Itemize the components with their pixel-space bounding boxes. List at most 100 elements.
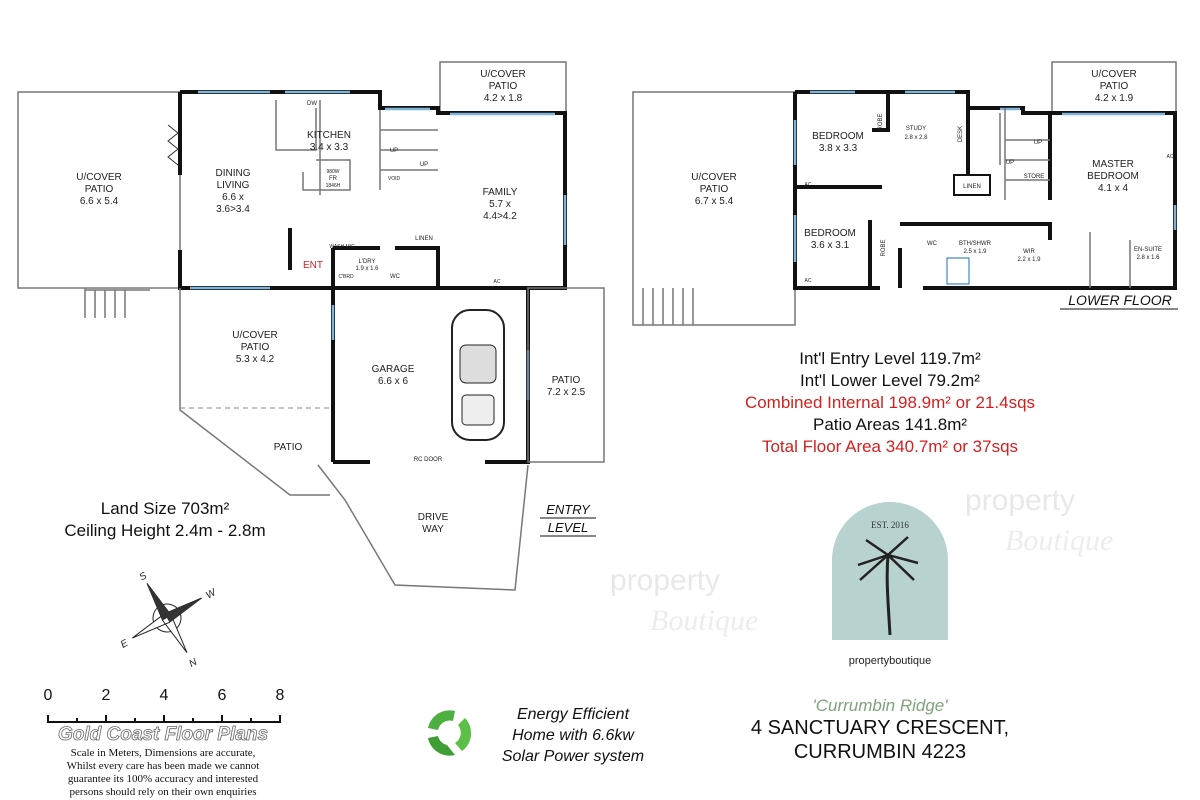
ac-label: AC [494,279,501,285]
dishwasher-label: DW [307,101,317,107]
room-label: GARAGE [372,364,415,375]
energy-text: Energy Efficient Home with 6.6kw Solar P… [478,704,668,767]
energy-line: Solar Power system [501,748,645,765]
energy-line: Energy Efficient [516,706,630,723]
scale-tick: 8 [276,687,285,704]
stair-up-label: UP [1006,160,1014,166]
room-label: WC [927,241,938,247]
stair-up-label: UP [390,148,398,154]
cupboard-label: C'BRD [338,274,354,280]
ceiling-height: Ceiling Height 2.4m - 2.8m [64,521,266,540]
room-label: L'DRY [358,259,375,265]
disclaimer: Scale in Meters, Dimensions are accurate… [28,747,298,799]
room-label: 2.8 x 2.8 [904,135,928,141]
linen-label: LINEN [415,236,433,242]
compass-north: N [187,657,199,671]
room-label: 6.6 x 5.4 [80,196,119,207]
watermark: property [965,484,1075,517]
room-label: FAMILY [483,187,518,198]
room-label: EN-SUITE [1134,247,1162,253]
room-label: PATIO [241,342,270,353]
fridge-label: 1846H [326,183,341,189]
area-summary: Int'l Entry Level 119.7m² Int'l Lower Le… [680,348,1100,458]
compass-icon: S N E W [119,570,219,671]
room-label: KITCHEN [307,130,351,141]
room-label: BEDROOM [1087,171,1139,182]
entry-area: Int'l Entry Level 119.7m² [799,349,981,368]
entry-level-title: ENTRY [546,502,591,517]
room-label: BTH/SHWR [959,241,992,247]
compass-east: E [119,638,131,651]
scale-tick: 6 [218,687,227,704]
entry-level-plan [17,61,605,591]
property-boutique-logo: EST. 2016 propertyboutique [832,502,948,667]
room-label: WAY [422,524,444,535]
room-label: PATIO [552,375,581,386]
room-label: PATIO [85,184,114,195]
ac-label: AC [1167,154,1174,160]
desk-label: DESK [958,126,964,142]
disclaimer-line: Whilst every care has been made we canno… [66,760,260,772]
stair-up-label: UP [1034,140,1042,146]
room-label: LIVING [217,180,250,191]
room-label: PATIO [1100,81,1129,92]
room-label: DRIVE [418,512,449,523]
room-label: U/COVER [1091,69,1137,80]
room-label: 3.8 x 3.3 [819,143,858,154]
combined-area: Combined Internal 198.9m² or 21.4sqs [744,393,1036,412]
room-label: WIR [1023,249,1035,255]
lower-floor-plan [632,61,1177,326]
room-label: PATIO [274,442,303,453]
lower-area: Int'l Lower Level 79.2m² [800,371,980,390]
disclaimer-line: guarantee its 100% accuracy and interest… [67,773,259,785]
fridge-label: 980W [326,169,339,175]
room-label: 4.2 x 1.8 [484,93,523,104]
room-label: U/COVER [76,172,122,183]
room-label: 6.6 x 6 [378,376,408,387]
room-label: 4.1 x 4 [1098,183,1128,194]
room-label: STUDY [906,126,926,132]
compass-west: W [204,586,219,601]
logo-brand-text: propertyboutique [849,655,932,667]
energy-line: Home with 6.6kw [512,727,634,744]
address-block: 'Currumbin Ridge' 4 SANCTUARY CRESCENT, … [730,696,1030,764]
recycle-footprint-icon [428,710,472,756]
room-label: 3.4 x 3.3 [310,142,349,153]
scale-tick: 0 [44,687,53,704]
stair-up-label: UP [420,162,428,168]
total-area: Total Floor Area 340.7m² or 37sqs [761,437,1019,456]
room-label: 2.5 x 1.9 [963,249,987,255]
scale-bar [47,715,281,723]
garage-door-label: RC DOOR [414,457,443,463]
fridge-label: FR [329,176,338,182]
logo-est-text: EST. 2016 [871,520,909,530]
store-label: STORE [1024,174,1045,180]
entry-level-title: LEVEL [548,520,588,535]
disclaimer-line: Scale in Meters, Dimensions are accurate… [70,747,256,759]
washer-label: WASH M/C [329,244,355,250]
street-address: 4 SANCTUARY CRESCENT, [750,717,1010,739]
ac-label: AC [805,278,812,284]
watermark: property [610,564,720,597]
room-label: 4.4>4.2 [483,211,517,222]
scale-tick: 2 [102,687,111,704]
suburb: CURRUMBIN 4223 [793,741,967,763]
room-label: 7.2 x 2.5 [547,387,586,398]
lower-floor-title: LOWER FLOOR [1068,292,1171,308]
room-label: 2.2 x 1.9 [1017,257,1041,263]
entry-label: ENT [303,260,323,271]
room-label: PATIO [700,184,729,195]
land-info: Land Size 703m² Ceiling Height 2.4m - 2.… [30,498,300,542]
robe-label: ROBE [878,113,884,130]
room-label: 5.7 x [489,199,511,210]
room-label: DINING [216,168,251,179]
room-label: 4.2 x 1.9 [1095,93,1134,104]
room-label: MASTER [1092,159,1134,170]
room-label: 2.8 x 1.6 [1136,255,1160,261]
robe-label: ROBE [881,239,887,256]
room-label: BEDROOM [812,131,864,142]
linen-label: LINEN [963,184,981,190]
land-size: Land Size 703m² [100,499,230,518]
room-label: 3.6 x 3.1 [811,240,850,251]
